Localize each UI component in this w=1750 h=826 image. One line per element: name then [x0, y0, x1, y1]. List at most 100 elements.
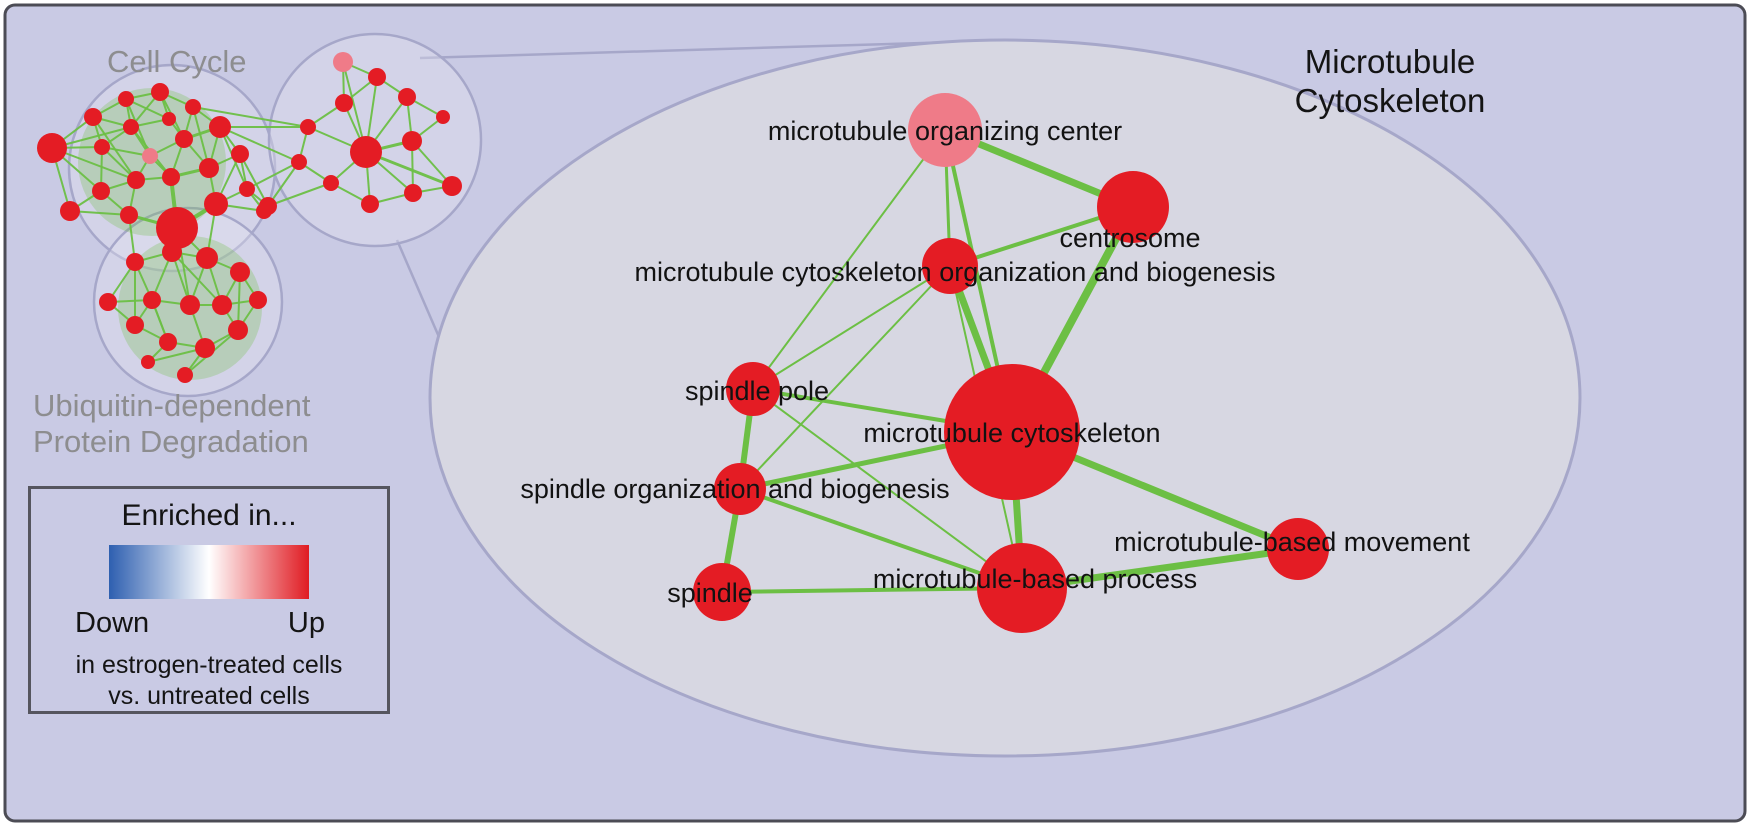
- node-label-mcob: microtubule cytoskeleton organization an…: [635, 257, 1276, 287]
- zoom-node-mbp: [977, 543, 1067, 633]
- overview-node: [185, 99, 201, 115]
- overview-node: [92, 182, 110, 200]
- overview-edge: [171, 251, 223, 306]
- node-label-moc: microtubule organizing center: [768, 116, 1122, 146]
- overview-node: [204, 192, 228, 216]
- zoom-edge-moc-spindle_pole: [752, 129, 946, 390]
- overview-node: [398, 88, 416, 106]
- overview-node: [162, 112, 176, 126]
- zoom-node-centrosome: [1097, 171, 1169, 243]
- overview-node: [159, 333, 177, 351]
- overview-node: [162, 242, 182, 262]
- overview-node: [127, 171, 145, 189]
- overview-node: [249, 291, 267, 309]
- legend-caption-line1: in estrogen-treated cells: [75, 651, 343, 679]
- zoom-node-mc: [944, 364, 1080, 500]
- zoom-edge-sob-mbp: [738, 487, 1024, 590]
- cluster-label-ubiquitin-line2: Protein Degradation: [33, 424, 309, 459]
- overview-node: [120, 206, 138, 224]
- zoom-edge-mcob-sob: [739, 265, 951, 490]
- overview-node: [177, 367, 193, 383]
- overview-node: [239, 181, 255, 197]
- overview-edge: [411, 140, 453, 187]
- overview-node: [156, 207, 198, 249]
- zoom-edge-mbp-mbm: [1018, 545, 1302, 592]
- node-label-spindle: spindle: [667, 578, 753, 608]
- overview-node: [142, 148, 158, 164]
- node-label-centrosome: centrosome: [1059, 223, 1200, 253]
- zoom-edge-mcob-spindle_pole: [752, 265, 951, 390]
- node-label-spindle_pole: spindle pole: [685, 376, 829, 406]
- overview-node: [94, 139, 110, 155]
- node-label-mc: microtubule cytoskeleton: [863, 418, 1160, 448]
- cluster-label-microtubule-line1: Microtubule: [1304, 43, 1476, 80]
- overview-node: [141, 355, 155, 369]
- overview-node: [404, 184, 422, 202]
- overview-node: [143, 291, 161, 309]
- legend-box: Enriched in... Down Up in estrogen-treat…: [28, 486, 390, 714]
- overview-node: [402, 131, 422, 151]
- overview-node: [118, 91, 134, 107]
- overview-node: [37, 133, 67, 163]
- overview-node: [335, 94, 353, 112]
- overview-node: [162, 168, 180, 186]
- overview-node: [323, 175, 339, 191]
- overview-node: [151, 83, 169, 101]
- cluster-label-ubiquitin-line1: Ubiquitin-dependent: [33, 388, 311, 423]
- overview-edge: [239, 153, 269, 207]
- overview-node: [199, 158, 219, 178]
- overview-node: [126, 253, 144, 271]
- zoom-node-spindle_pole: [726, 362, 780, 416]
- legend-up-label: Up: [287, 607, 325, 639]
- node-label-sob: spindle organization and biogenesis: [520, 474, 949, 504]
- overview-node: [259, 197, 277, 215]
- overview-node: [126, 316, 144, 334]
- cluster-label-microtubule-line2: Cytoskeleton: [1294, 82, 1486, 119]
- overview-edge: [267, 182, 332, 207]
- node-label-mbp: microtubule-based process: [873, 564, 1197, 594]
- cluster-label-cell-cycle: Cell Cycle: [107, 44, 247, 79]
- overview-node: [196, 247, 218, 269]
- overview-node: [333, 52, 353, 72]
- cluster-circle-cell-cycle: [67, 63, 277, 273]
- legend-endpoints-row: Down Up: [31, 607, 387, 640]
- legend-down-label: Down: [75, 607, 150, 639]
- cluster-label-microtubule: Microtubule Cytoskeleton: [1270, 42, 1510, 120]
- overview-node: [180, 295, 200, 315]
- overview-node: [175, 130, 193, 148]
- overview-edge: [219, 126, 300, 163]
- legend-title: Enriched in...: [121, 499, 297, 532]
- zoom-node-spindle: [693, 563, 751, 621]
- overview-edge: [192, 106, 210, 169]
- zoom-node-mbm: [1267, 518, 1329, 580]
- overview-node: [291, 154, 307, 170]
- overview-edge: [101, 146, 151, 157]
- overview-node: [300, 119, 316, 135]
- overview-node: [436, 110, 450, 124]
- overview-node: [228, 320, 248, 340]
- overview-node: [442, 176, 462, 196]
- overview-node: [84, 108, 102, 126]
- overview-node: [230, 262, 250, 282]
- zoom-cone-line: [419, 39, 991, 60]
- enrichment-gradient-bar: [109, 545, 309, 599]
- zoom-node-sob: [714, 463, 766, 515]
- zoom-node-moc: [908, 93, 982, 167]
- overview-node: [368, 68, 386, 86]
- overview-node: [361, 195, 379, 213]
- overview-node: [60, 201, 80, 221]
- zoom-edge-spindle-mbp: [720, 586, 1024, 594]
- overview-node: [99, 293, 117, 311]
- zoom-edge-spindle_pole-mbp: [752, 388, 1023, 589]
- overview-node: [231, 145, 249, 163]
- overview-node: [195, 338, 215, 358]
- overview-node: [209, 116, 231, 138]
- legend-caption-line2: vs. untreated cells: [108, 682, 310, 710]
- overview-node: [350, 136, 382, 168]
- overview-node: [123, 119, 139, 135]
- overview-edge: [192, 106, 309, 128]
- zoom-node-mcob: [922, 238, 978, 294]
- node-label-mbm: microtubule-based movement: [1114, 527, 1470, 557]
